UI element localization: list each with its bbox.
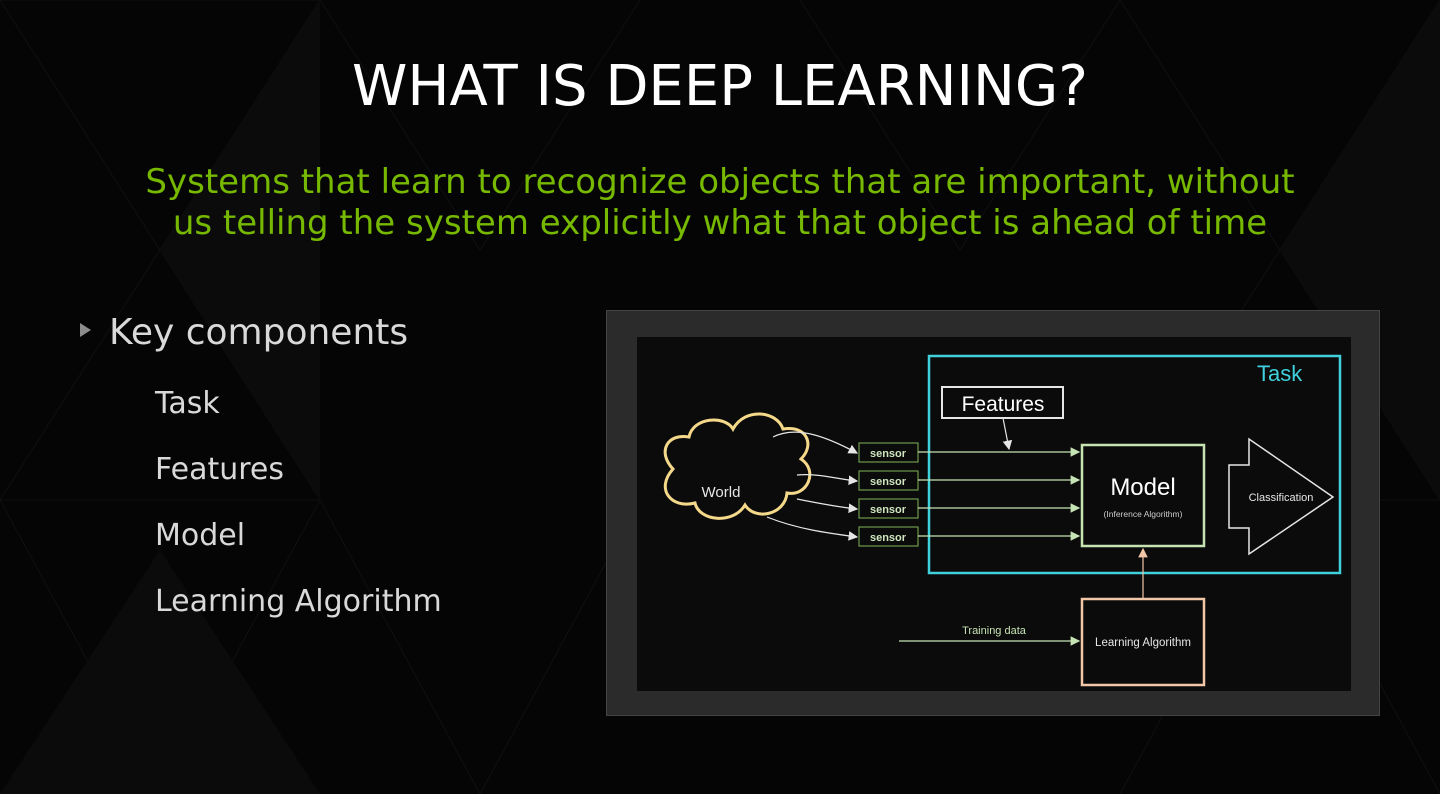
classification-arrow-icon (1228, 437, 1335, 556)
task-label: Task (1257, 361, 1303, 386)
slide-title: WHAT IS DEEP LEARNING? (352, 54, 1088, 119)
sensor-label-3: sensor (870, 504, 907, 516)
features-label: Features (962, 393, 1045, 416)
deep-learning-diagram: Task Features World sensor sensor (663, 354, 1342, 687)
world-cloud-icon (663, 412, 812, 520)
subitem-learning-algorithm: Learning Algorithm (155, 584, 442, 619)
bullet-subitems: Task Features Model Learning Algorithm (155, 382, 442, 646)
sensor-label-1: sensor (870, 448, 907, 460)
model-box (1080, 443, 1206, 548)
sensor-label-4: sensor (870, 532, 907, 544)
triangle-bullet-icon (80, 323, 91, 337)
diagram-frame: Task Features World sensor sensor (606, 310, 1380, 716)
features-box (941, 386, 1064, 419)
subitem-features: Features (155, 452, 284, 487)
world-label: World (702, 484, 741, 501)
world-to-sensor-3-curve (796, 498, 859, 513)
subtitle-line-1: Systems that learn to recognize objects … (145, 162, 1295, 202)
world-to-sensor-1-curve (772, 431, 859, 454)
slide-subtitle: Systems that learn to recognize objects … (90, 162, 1350, 244)
bullet-key-components: Key components (80, 312, 408, 353)
subitem-task: Task (155, 386, 220, 421)
bullet-main-label: Key components (109, 312, 409, 353)
diagram-panel: Task Features World sensor sensor (637, 337, 1351, 691)
features-arrow (1002, 417, 1013, 451)
world-to-sensor-4-curve (766, 516, 859, 541)
subitem-model: Model (155, 518, 246, 553)
world-to-sensor-2-curve (796, 474, 859, 485)
learning-algorithm-box (1080, 597, 1206, 687)
sensor-label-2: sensor (870, 476, 907, 488)
model-label: Model (1110, 474, 1175, 501)
subtitle-line-2: us telling the system explicitly what th… (172, 203, 1268, 243)
model-sublabel: (Inference Algorithm) (1104, 509, 1183, 519)
classification-label: Classification (1249, 492, 1314, 504)
task-box (927, 354, 1342, 575)
training-data-label: Training data (962, 625, 1027, 637)
learning-algorithm-label: Learning Algorithm (1095, 637, 1191, 649)
